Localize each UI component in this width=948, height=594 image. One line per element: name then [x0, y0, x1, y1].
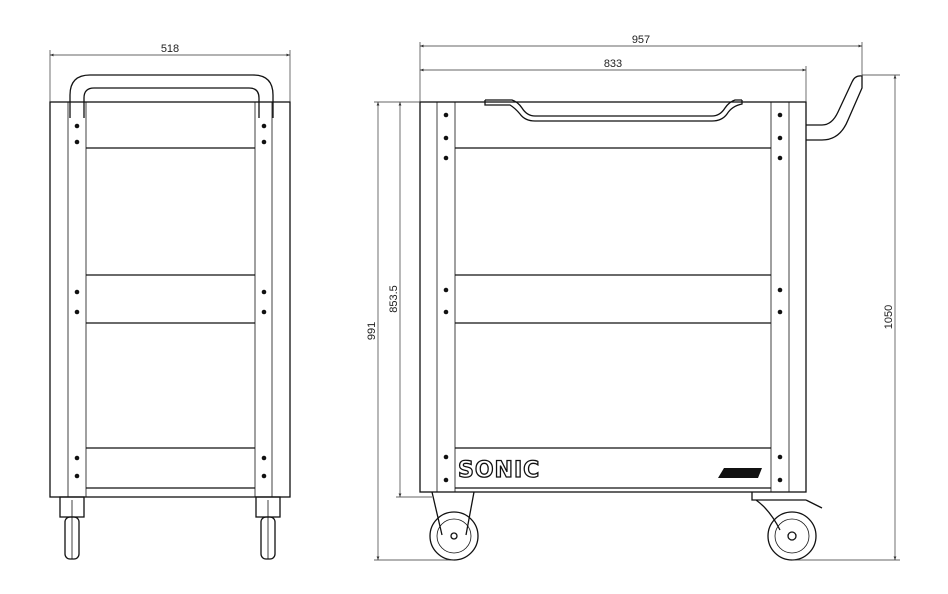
side-frame [419, 101, 807, 493]
badge-logo [718, 468, 762, 478]
dim-total-height: 991 [366, 322, 378, 340]
sonic-logo: SONIC [458, 458, 540, 483]
front-frame [49, 101, 291, 498]
front-casters [59, 496, 281, 560]
side-bolts [443, 112, 783, 483]
front-view [49, 74, 291, 560]
side-casters [429, 491, 823, 561]
side-shelves [455, 147, 771, 489]
side-push-handle [806, 75, 863, 141]
front-shelves [86, 147, 255, 489]
front-handle [69, 74, 274, 118]
dim-total-length: 957 [632, 34, 650, 46]
front-bolts [74, 123, 267, 479]
dim-body-length: 833 [604, 58, 622, 70]
top-tray-handle [484, 99, 743, 122]
dimension-lines [49, 42, 900, 561]
dim-handle-height: 1050 [883, 305, 895, 329]
side-view: SONIC [419, 75, 863, 561]
dim-body-height: 853.5 [388, 285, 400, 313]
dim-front-width: 518 [161, 43, 179, 55]
